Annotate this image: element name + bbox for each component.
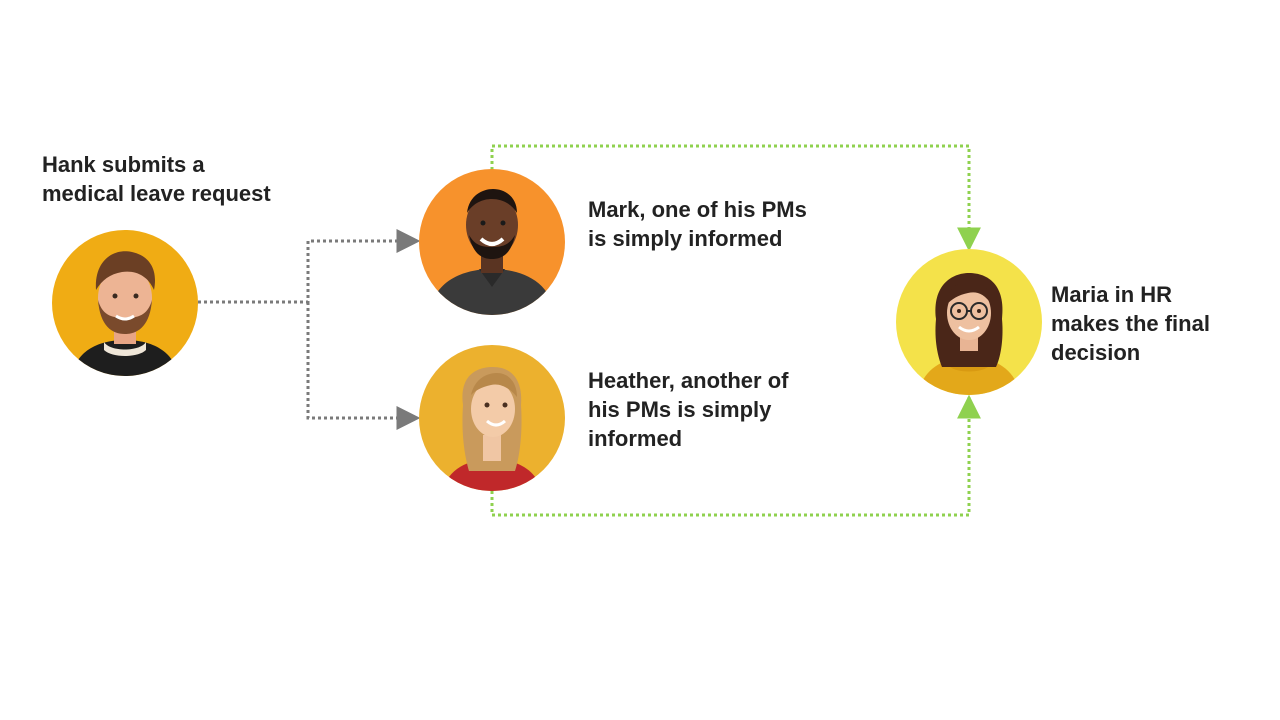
connector-hank-to-heather [306, 302, 421, 430]
hank-avatar [52, 230, 198, 376]
connector-mark-to-maria [490, 144, 981, 252]
person-bearded-man-icon [52, 230, 198, 376]
heather-avatar [419, 345, 565, 491]
person-long-hair-woman-icon [419, 345, 565, 491]
maria-label: Maria in HR makes the final decision [1051, 282, 1210, 365]
hank-label: Hank submits a medical leave request [42, 152, 271, 206]
maria-avatar [896, 249, 1042, 395]
connector-heather-to-maria [490, 394, 981, 517]
heather-label: Heather, another of his PMs is simply in… [588, 368, 789, 451]
person-smiling-man-icon [419, 169, 565, 315]
mark-avatar [419, 169, 565, 315]
mark-label: Mark, one of his PMs is simply informed [588, 197, 807, 251]
connector-hank-to-mark [198, 229, 421, 304]
person-glasses-woman-icon [896, 249, 1042, 395]
